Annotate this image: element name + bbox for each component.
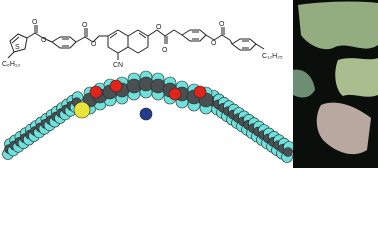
carbon-atom	[283, 147, 293, 157]
carbon-atom	[138, 76, 154, 92]
oxygen-atom	[109, 79, 123, 93]
polarized-micrograph	[293, 0, 378, 168]
oxygen-atom	[89, 85, 103, 99]
sulfur-atom	[73, 101, 91, 119]
oxygen-label-8: O	[219, 21, 225, 28]
oxygen-label-6: O	[162, 47, 168, 54]
hexyl-chain-label: C₆H₁₃	[2, 61, 20, 68]
figure-panel: C₆H₁₃ C₁₂H₂₅ CN S O O O O O O O O	[2, 0, 378, 168]
oxygen-label-4: O	[82, 22, 88, 29]
dodecyl-chain-label: C₁₂H₂₅	[262, 53, 283, 60]
carbon-atom	[126, 78, 142, 94]
oxygen-label-1: O	[41, 37, 47, 44]
oxygen-label-7: O	[211, 40, 217, 47]
space-filling-model	[2, 70, 293, 163]
chemical-structure: C₆H₁₃ C₁₂H₂₅ CN S O O O O O O O O	[2, 19, 283, 69]
oxygen-label-5: O	[156, 24, 162, 31]
oxygen-label-3: O	[91, 41, 97, 48]
oxygen-label-2: O	[32, 19, 38, 26]
nitrile-label: CN	[113, 62, 123, 69]
micrograph-texture	[293, 0, 378, 168]
oxygen-atom	[193, 85, 207, 99]
nitrogen-atom	[139, 107, 153, 121]
sulfur-label: S	[15, 44, 20, 51]
oxygen-atom	[168, 87, 182, 101]
